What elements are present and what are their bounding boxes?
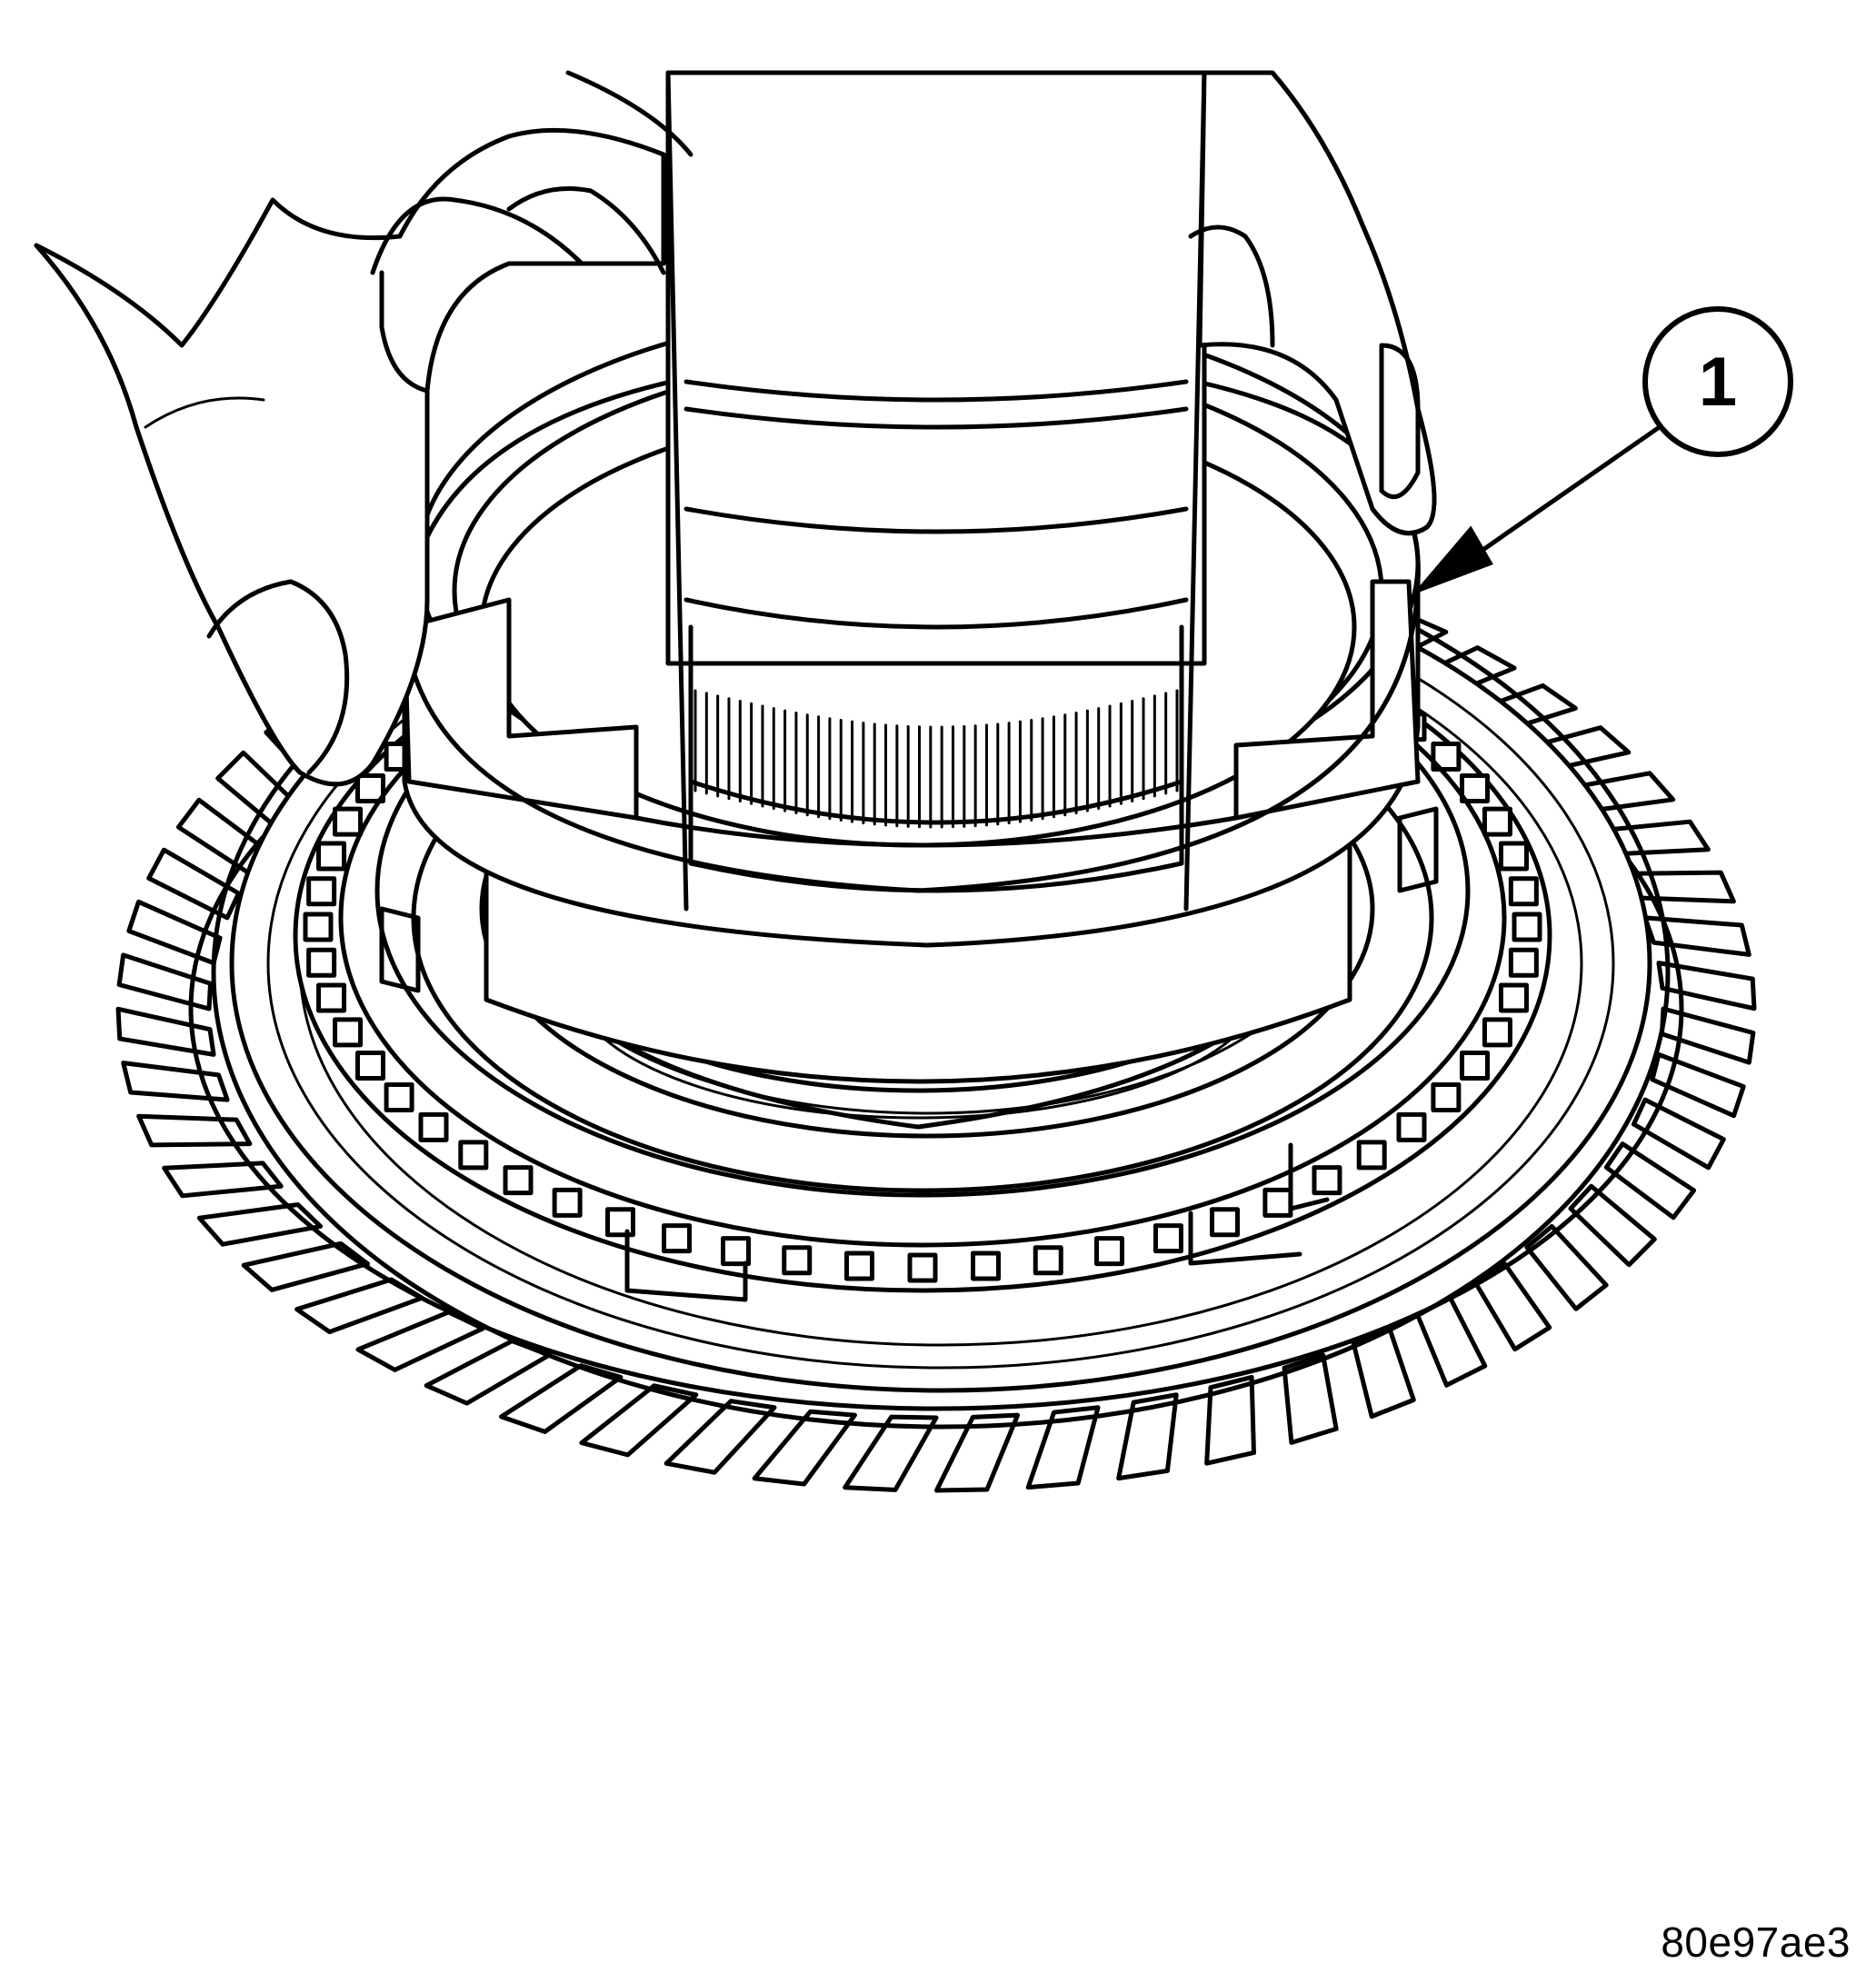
cone-tooth [1262, 1187, 1293, 1218]
cone-tooth [458, 1140, 489, 1171]
cone-tooth [1396, 1111, 1427, 1142]
cone-tooth [1033, 1245, 1063, 1276]
cone-tooth [306, 876, 337, 907]
cone-tooth [354, 772, 385, 803]
right-hand [1188, 70, 1437, 536]
cone-tooth [306, 947, 337, 978]
cone-tooth [333, 1017, 364, 1048]
figure-id: 80e97ae3 [1661, 1918, 1851, 1966]
gear-tooth [121, 1061, 230, 1102]
gear-tooth [499, 1363, 624, 1434]
cone-tooth [1153, 1223, 1183, 1254]
cone-tooth [503, 1165, 534, 1196]
gear-tooth [115, 1006, 216, 1057]
gear-tooth [1656, 961, 1757, 1011]
cone-tooth [1512, 912, 1542, 942]
shaft-splines [694, 689, 1179, 829]
gear-tooth [1642, 915, 1751, 957]
cone-tooth [1460, 1051, 1491, 1081]
cone-tooth [316, 841, 347, 872]
cone-tooth [384, 1082, 414, 1112]
cone-tooth [1210, 1207, 1240, 1238]
cone-tooth [1312, 1165, 1342, 1196]
gear-tooth [1116, 1392, 1179, 1481]
cone-tooth [1482, 806, 1512, 837]
cone-tooth [971, 1251, 1002, 1281]
left-hand [34, 70, 694, 787]
cone-tooth [782, 1245, 813, 1276]
cone-tooth [1431, 1082, 1462, 1112]
cone-tooth [418, 1111, 449, 1142]
cone-tooth [662, 1223, 693, 1254]
gear-tooth [752, 1409, 857, 1487]
gear-tooth [241, 1241, 371, 1292]
gear-tooth [1282, 1352, 1339, 1445]
cone-tooth [1482, 1017, 1512, 1048]
gear-tooth [1025, 1405, 1101, 1490]
cone-tooth [843, 1251, 874, 1281]
cone-tooth [316, 982, 347, 1013]
cone-tooth [1498, 982, 1529, 1013]
cone-tooth [303, 912, 334, 942]
callout-1: 1 [1412, 306, 1793, 595]
cone-tooth [907, 1252, 938, 1283]
output-shaft [665, 70, 1207, 912]
cone-tooth [1093, 1236, 1124, 1267]
gear-tooth [933, 1412, 1021, 1493]
cone-tooth [721, 1236, 752, 1267]
gear-tooth [116, 952, 214, 1011]
cone-tooth [1356, 1140, 1387, 1171]
gear-tooth [664, 1399, 777, 1475]
gear-tooth [196, 1201, 324, 1247]
cone-tooth [1508, 876, 1539, 907]
cone-tooth [1460, 772, 1491, 803]
gear-tooth [1204, 1374, 1256, 1466]
cone-tooth [333, 806, 364, 837]
callout-1-number: 1 [1699, 344, 1737, 421]
gear-tooth [1568, 1183, 1657, 1268]
cone-tooth [552, 1187, 583, 1218]
callout-1-circle [1642, 306, 1793, 457]
gear-tooth [1524, 1223, 1609, 1311]
cone-tooth [1498, 841, 1529, 872]
cone-tooth [354, 1051, 385, 1081]
gear-tooth [579, 1383, 699, 1458]
gear-tooth [355, 1310, 485, 1372]
gear-tooth [1351, 1326, 1416, 1420]
gear-tooth [843, 1414, 939, 1492]
gear-tooth [162, 1161, 284, 1199]
cone-tooth [1508, 947, 1539, 978]
gear-tooth [1603, 1141, 1697, 1221]
